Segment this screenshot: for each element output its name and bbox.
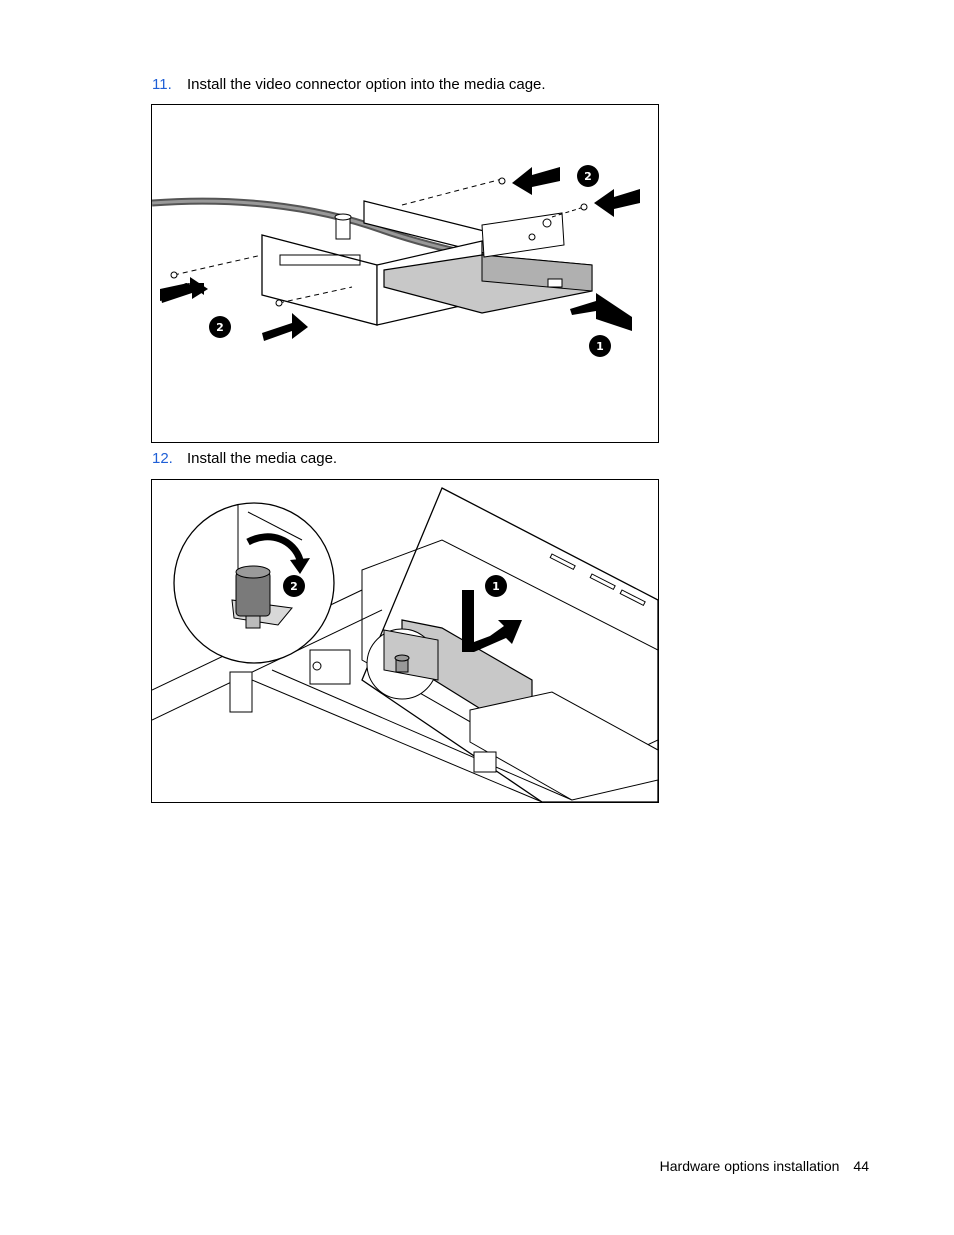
tray-front	[481, 254, 593, 292]
latch-hole	[312, 661, 322, 671]
rear-board	[481, 212, 565, 258]
connector-block	[473, 751, 497, 773]
arrow-icon	[594, 189, 640, 217]
callout-label: 1	[596, 340, 604, 353]
chassis-frame	[361, 539, 658, 781]
step-number: 12.	[152, 450, 173, 467]
callout-label: 1	[492, 580, 500, 593]
screw-guide	[551, 206, 585, 218]
screw	[275, 299, 283, 307]
thumbscrew-small-top	[394, 654, 410, 662]
step-12: 12. Install the media cage.	[152, 450, 337, 468]
board-connector	[542, 218, 552, 228]
step-number: 11.	[152, 76, 172, 93]
page-number: 44	[853, 1158, 869, 1174]
arrow-icon	[570, 293, 632, 331]
figure-video-connector-install: 2 2 1	[151, 104, 659, 443]
video-connector-illustration: 2 2 1	[152, 165, 640, 357]
board-connector	[528, 233, 536, 241]
callout-label: 2	[584, 170, 592, 183]
screw-guide	[278, 286, 353, 304]
callout-badge	[577, 165, 599, 187]
arrow-icon	[262, 313, 308, 341]
figure-media-cage-install: 1 2	[151, 479, 659, 803]
page-footer: Hardware options installation 44	[660, 1158, 869, 1174]
callout-label: 2	[216, 321, 224, 334]
callout-badge	[589, 335, 611, 357]
step-text: Install the media cage.	[187, 450, 338, 467]
bracket-line	[247, 511, 303, 541]
callout-badge	[283, 575, 305, 597]
cage-front-panel	[261, 234, 378, 326]
callout-badge	[209, 316, 231, 338]
step-text: Install the video connector option into …	[187, 76, 546, 93]
step-11: 11. Install the video connector option in…	[152, 76, 546, 94]
screw-shaft	[245, 615, 261, 629]
screw	[580, 203, 588, 211]
thumbscrew-large	[235, 571, 271, 617]
arrow-icon	[462, 590, 522, 652]
footer-section: Hardware options installation	[659, 1158, 840, 1174]
vent-slots	[549, 553, 646, 607]
side-bracket	[229, 671, 253, 713]
drive-bay	[469, 691, 658, 801]
video-port	[547, 278, 563, 288]
media-cage-illustration: 1 2	[152, 487, 658, 802]
chassis-edge	[251, 679, 543, 802]
arrow-icon	[160, 277, 208, 303]
callout-badge	[485, 575, 507, 597]
arrow-icon	[512, 167, 560, 195]
chassis-edge	[271, 669, 573, 801]
screw-guide	[401, 178, 503, 206]
chassis-edge	[152, 609, 383, 721]
cage-slot	[279, 254, 361, 266]
screw-guide	[173, 254, 263, 276]
callout-label: 2	[290, 580, 298, 593]
rotate-arrow-icon	[246, 533, 304, 562]
screw	[170, 271, 178, 279]
thumbscrew-large-top	[235, 565, 271, 579]
thumbscrew-top	[334, 213, 352, 221]
arrow-head-icon	[290, 558, 310, 574]
screw	[498, 177, 506, 185]
